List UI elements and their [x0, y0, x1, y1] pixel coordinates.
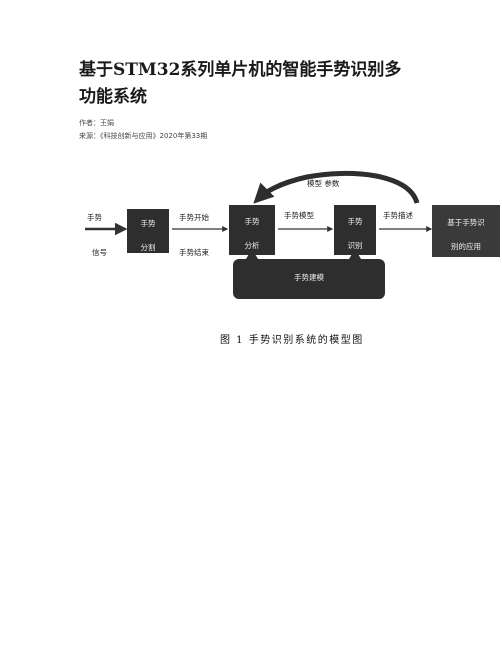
label-modeling: 手势建模	[294, 273, 324, 282]
article-title: 基于STM32系列单片机的智能手势识别多 功能系统	[79, 57, 439, 111]
label-arrow3-top: 手势描述	[383, 211, 413, 220]
box-gesture-application	[432, 205, 500, 257]
article-title-line-2: 功能系统	[79, 87, 147, 107]
label-box2-line1: 手势	[244, 217, 260, 226]
arrow-modeling-to-recognition-stem	[352, 255, 358, 259]
source-line: 来源：《科技创新与应用》2020年第33期	[79, 132, 208, 140]
label-input-bottom: 信号	[92, 248, 107, 257]
article-title-line-1: 基于STM32系列单片机的智能手势识别多	[79, 60, 402, 80]
label-box4-line2: 别的应用	[451, 242, 481, 251]
label-feedback: 模型 参数	[307, 179, 340, 188]
box-gesture-modeling	[233, 259, 385, 299]
label-arrow1-bottom: 手势结束	[179, 248, 209, 257]
label-box1-line2: 分割	[140, 243, 156, 252]
author-line: 作者：王娟	[79, 119, 114, 127]
label-box1-line1: 手势	[140, 219, 156, 228]
box-gesture-recognition	[334, 205, 376, 255]
gesture-system-diagram: 手势 信号 手势 分割 手势开始 手势结束 手势 分析 手势模型 手势 识别 手…	[79, 165, 502, 350]
label-arrow2-top: 手势模型	[284, 211, 314, 220]
box-gesture-analysis	[229, 205, 275, 255]
label-box3-line1: 手势	[347, 217, 363, 226]
box-gesture-segmentation	[127, 209, 169, 253]
feedback-arrow	[253, 170, 420, 204]
label-box3-line2: 识别	[347, 241, 363, 250]
label-box2-line2: 分析	[244, 241, 260, 250]
label-input-top: 手势	[87, 213, 102, 222]
label-box4-line1: 基于手势识	[447, 218, 485, 227]
figure-caption: 图 1 手势识别系统的模型图	[220, 335, 364, 346]
arrow-modeling-to-analysis-stem	[249, 255, 255, 259]
diagram-canvas	[85, 170, 500, 299]
label-arrow1-top: 手势开始	[179, 213, 209, 222]
